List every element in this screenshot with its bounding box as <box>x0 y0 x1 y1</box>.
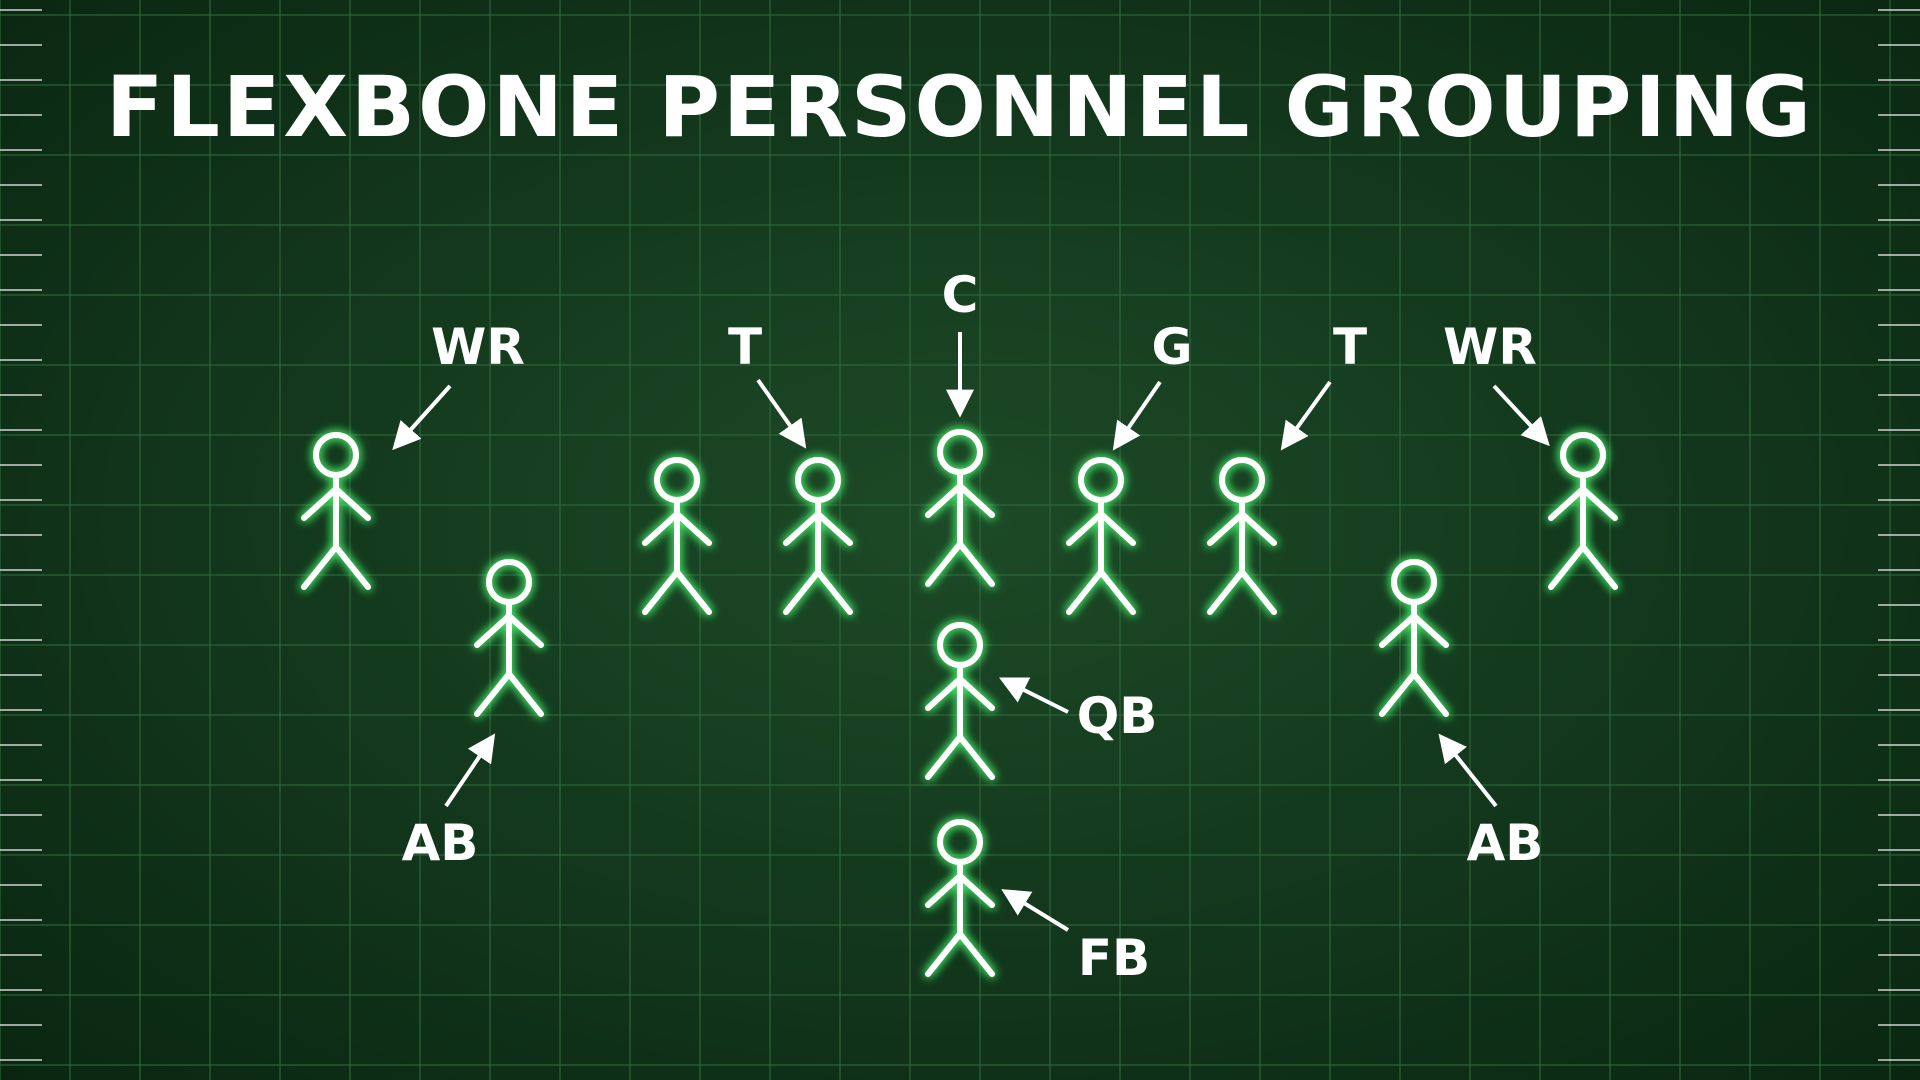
player-arms <box>925 676 995 711</box>
player-legs <box>301 544 371 590</box>
player-arms <box>642 511 712 546</box>
arrow-ab-left <box>444 733 496 808</box>
player-arms <box>1066 511 1136 546</box>
arrow-t-left <box>756 378 807 449</box>
player-legs <box>1207 569 1277 615</box>
label-wr-left: WR <box>431 318 525 376</box>
diagram-title: FLEXBONE PERSONNEL GROUPING <box>106 58 1814 156</box>
player-arms <box>1207 511 1277 546</box>
player-head <box>1219 457 1265 503</box>
player-ab-left <box>474 559 544 717</box>
player-c <box>925 429 995 587</box>
label-t-left: T <box>728 318 762 376</box>
player-legs <box>642 569 712 615</box>
label-qb: QB <box>1077 687 1158 745</box>
player-arms <box>474 613 544 648</box>
player-arms <box>301 486 371 521</box>
player-arms <box>925 483 995 518</box>
player-wr-right <box>1548 432 1618 590</box>
player-legs <box>1066 569 1136 615</box>
player-arms <box>1379 613 1449 648</box>
player-legs <box>925 931 995 977</box>
player-legs <box>925 541 995 587</box>
player-head <box>654 457 700 503</box>
player-fb <box>925 819 995 977</box>
player-legs <box>1548 544 1618 590</box>
player-legs <box>1379 671 1449 717</box>
arrow-wr-left <box>392 384 452 451</box>
player-ab-right <box>1379 559 1449 717</box>
player-t-left <box>783 457 853 615</box>
label-c: C <box>942 266 979 324</box>
player-head <box>486 559 532 605</box>
player-arms <box>783 511 853 546</box>
player-head <box>937 429 983 475</box>
player-head <box>1078 457 1124 503</box>
player-legs <box>925 734 995 780</box>
player-g-right <box>1066 457 1136 615</box>
player-lineman-1 <box>642 457 712 615</box>
player-head <box>1560 432 1606 478</box>
arrow-fb <box>1001 889 1070 932</box>
arrow-wr-right <box>1492 384 1550 447</box>
arrow-t-right <box>1280 380 1332 451</box>
label-g-right: G <box>1151 318 1192 376</box>
arrow-ab-right <box>1438 733 1498 808</box>
player-t-right <box>1207 457 1277 615</box>
hash-marks <box>0 9 1920 1061</box>
player-legs <box>783 569 853 615</box>
players-layer <box>301 429 1618 977</box>
label-wr-right: WR <box>1443 318 1537 376</box>
label-t-right: T <box>1333 318 1367 376</box>
label-ab-left: AB <box>402 814 479 872</box>
player-head <box>795 457 841 503</box>
player-arms <box>925 873 995 908</box>
player-arms <box>1548 486 1618 521</box>
label-ab-right: AB <box>1467 814 1544 872</box>
player-qb <box>925 622 995 780</box>
arrow-qb <box>998 677 1069 714</box>
arrows-layer <box>392 332 1550 932</box>
player-wr-left <box>301 432 371 590</box>
label-fb: FB <box>1078 929 1150 987</box>
player-legs <box>474 671 544 717</box>
arrow-g-right <box>1112 380 1162 451</box>
